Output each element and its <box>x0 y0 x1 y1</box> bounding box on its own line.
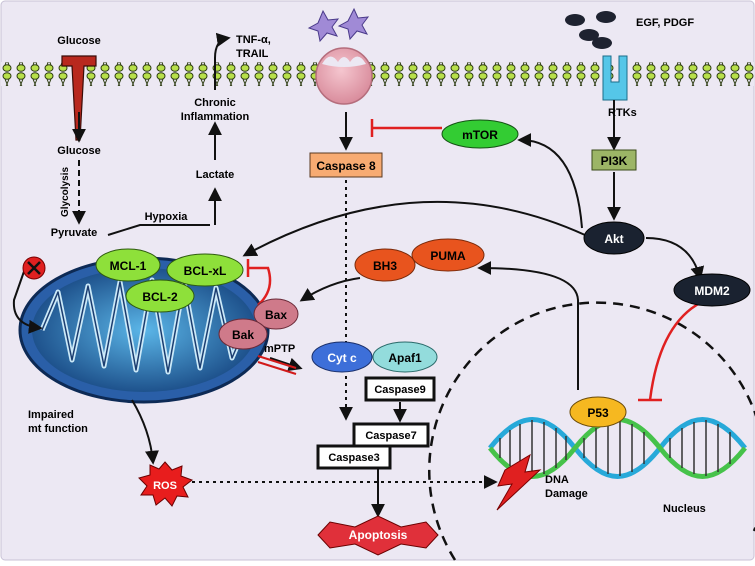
akt-label: Akt <box>604 232 623 246</box>
ligand-star-2 <box>337 7 370 41</box>
p53-node <box>569 396 627 428</box>
caspase3-node <box>316 444 392 470</box>
bak-node <box>218 318 268 350</box>
dna-label: DNA <box>545 474 569 486</box>
block-cross-icon <box>27 261 41 275</box>
rtk-receptor <box>602 55 628 101</box>
bax-node <box>253 298 299 330</box>
egf-ligand-2 <box>596 11 616 23</box>
mt-function-label: mt function <box>28 423 88 435</box>
dna-damage-bolt-icon <box>496 453 542 511</box>
bak-label: Bak <box>232 328 254 342</box>
damage-label: Damage <box>545 488 588 500</box>
caspase9-label: Caspase9 <box>374 384 425 396</box>
inflammation-label: Inflammation <box>181 111 250 123</box>
mdm2-node <box>673 273 751 307</box>
apoptosis-label: Apoptosis <box>349 528 408 542</box>
hypoxia-label: Hypoxia <box>145 211 189 223</box>
bclxl-label: BCL-xL <box>184 264 227 278</box>
mcl1-node <box>95 248 161 282</box>
receptor-binding-site <box>322 56 366 67</box>
pi3k-node <box>591 149 637 171</box>
cell-membrane <box>1 62 754 86</box>
ros-node <box>138 461 194 507</box>
mptp-arrow <box>269 357 303 372</box>
cytc-node <box>311 341 373 373</box>
egf-ligand-3 <box>579 29 599 41</box>
pi3k-label: PI3K <box>601 154 628 168</box>
egf-label: EGF, PDGF <box>636 17 694 29</box>
egf-ligand-1 <box>565 14 585 26</box>
bax-label: Bax <box>265 308 287 322</box>
bh3-label: BH3 <box>373 259 397 273</box>
mitochondrion <box>18 256 270 404</box>
puma-label: PUMA <box>430 249 466 263</box>
bcl2-node <box>125 279 195 313</box>
rtks-label: RTKs <box>608 107 637 119</box>
ros-label: ROS <box>153 480 177 492</box>
nucleus-label: Nucleus <box>663 503 706 515</box>
glucose-top-label: Glucose <box>57 35 100 47</box>
impaired-label: Impaired <box>28 409 74 421</box>
ligand-star-1 <box>307 9 340 43</box>
mptp-label: mPTP <box>264 343 295 355</box>
mdm2-label: MDM2 <box>694 284 730 298</box>
mptp-channel-line-1 <box>257 355 297 369</box>
bh3-node <box>354 248 416 282</box>
death-receptor <box>315 47 373 105</box>
lactate-label: Lactate <box>196 169 235 181</box>
caspase7-label: Caspase7 <box>365 430 416 442</box>
caspase8-label: Caspase 8 <box>316 159 376 173</box>
pyruvate-label: Pyruvate <box>51 227 97 239</box>
tnf-label: TNF-α, <box>236 34 271 46</box>
mptp-channel-line-2 <box>257 361 297 375</box>
apoptosis-node <box>317 515 439 556</box>
akt-node <box>583 221 645 255</box>
egf-ligand-4 <box>592 37 612 49</box>
bcl2-label: BCL-2 <box>142 290 178 304</box>
caspase8-node <box>309 152 383 178</box>
apaf1-node <box>372 341 438 373</box>
cytc-label: Cyt c <box>327 351 357 365</box>
p53-label: P53 <box>587 406 609 420</box>
caspase9-node <box>364 376 436 402</box>
caspase3-label: Caspase3 <box>328 452 379 464</box>
bclxl-node <box>166 253 244 287</box>
puma-node <box>411 238 485 272</box>
mtor-node <box>441 119 519 149</box>
arrows <box>12 32 705 518</box>
glucose-mid-label: Glucose <box>57 145 100 157</box>
apaf1-label: Apaf1 <box>388 351 422 365</box>
chronic-label: Chronic <box>194 97 236 109</box>
mcl1-label: MCL-1 <box>110 259 147 273</box>
glycolysis-label: Glycolysis <box>60 167 71 217</box>
trail-label: TRAIL <box>236 48 269 60</box>
inhibitions <box>246 119 707 402</box>
nucleus-boundary <box>427 301 755 561</box>
mtor-label: mTOR <box>462 128 498 142</box>
